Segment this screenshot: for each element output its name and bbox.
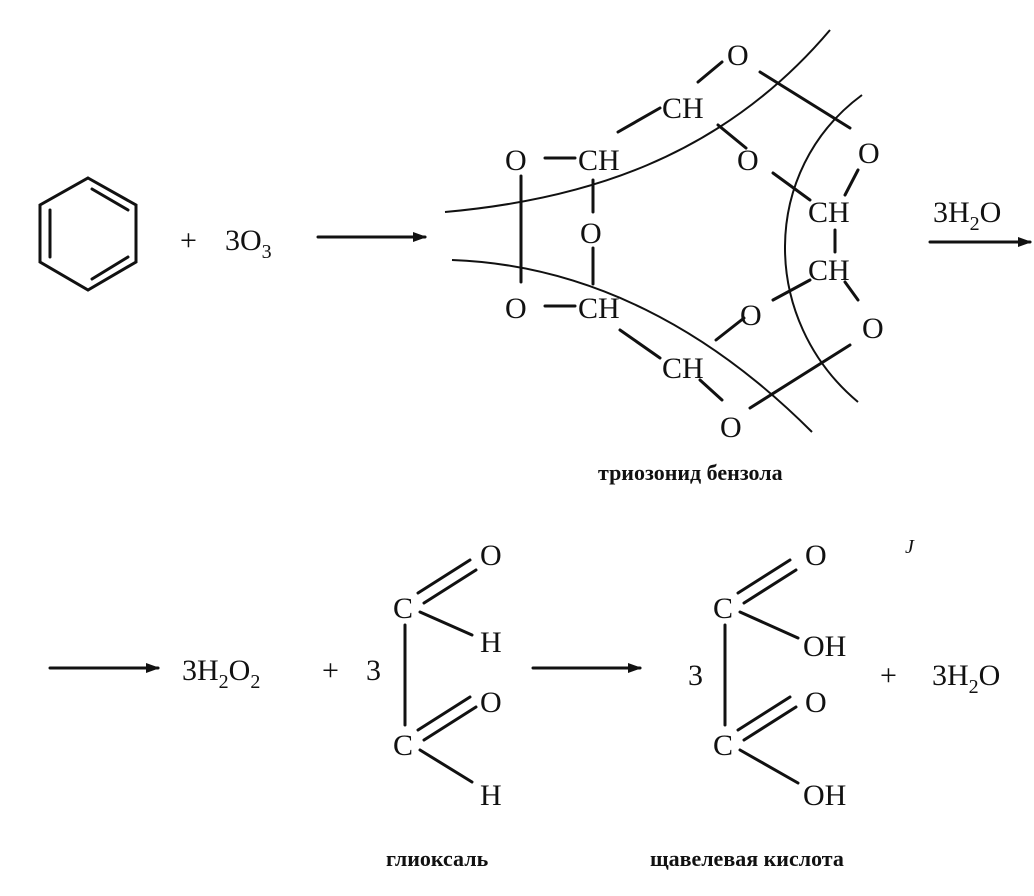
atom-c: C (393, 592, 413, 625)
atom-o: O (480, 539, 502, 572)
water-product: 3H2O (932, 659, 1000, 698)
ozonide-caption: триозонид бензола (598, 460, 783, 485)
atom-o: O (805, 686, 827, 719)
atom-o: O (805, 539, 827, 572)
water-reagent: 3H2O (933, 196, 1001, 235)
atom-c: C (713, 729, 733, 762)
atom-oh: OH (803, 630, 846, 663)
atom-o: O (858, 137, 880, 170)
coefficient: 3 (366, 654, 381, 687)
atom-ch: CH (808, 196, 850, 229)
atom-c: C (393, 729, 413, 762)
atom-oh: OH (803, 779, 846, 812)
plus-sign: + (180, 224, 197, 257)
stray-mark: J (905, 536, 915, 558)
atom-ch: CH (578, 292, 620, 325)
ozone-formula: 3O3 (225, 224, 272, 263)
triozonide-structure: O CH O O CH CH O CH O O O CH CH O O (444, 29, 884, 444)
atom-ch: CH (662, 92, 704, 125)
oxalic-acid-caption: щавелевая кислота (650, 846, 844, 871)
atom-o: O (727, 39, 749, 72)
benzene-ring (38, 176, 138, 292)
atom-o: O (505, 292, 527, 325)
atom-o: O (720, 411, 742, 444)
atom-ch: CH (808, 254, 850, 287)
atom-o: O (740, 299, 762, 332)
oxalic-acid-structure: C C O OH O OH (713, 539, 846, 812)
atom-ch: CH (662, 352, 704, 385)
glyoxal-caption: глиоксаль (386, 846, 489, 871)
atom-h: H (480, 626, 502, 659)
hydrogen-peroxide: 3H2O2 (182, 654, 260, 693)
atom-o: O (737, 144, 759, 177)
glyoxal-structure: C C O H O H (393, 539, 502, 812)
atom-o: O (580, 217, 602, 250)
atom-o: O (505, 144, 527, 177)
atom-c: C (713, 592, 733, 625)
atom-ch: CH (578, 144, 620, 177)
atom-h: H (480, 779, 502, 812)
coefficient: 3 (688, 659, 703, 692)
atom-o: O (480, 686, 502, 719)
atom-o: O (862, 312, 884, 345)
plus-sign: + (322, 654, 339, 687)
plus-sign: + (880, 659, 897, 692)
